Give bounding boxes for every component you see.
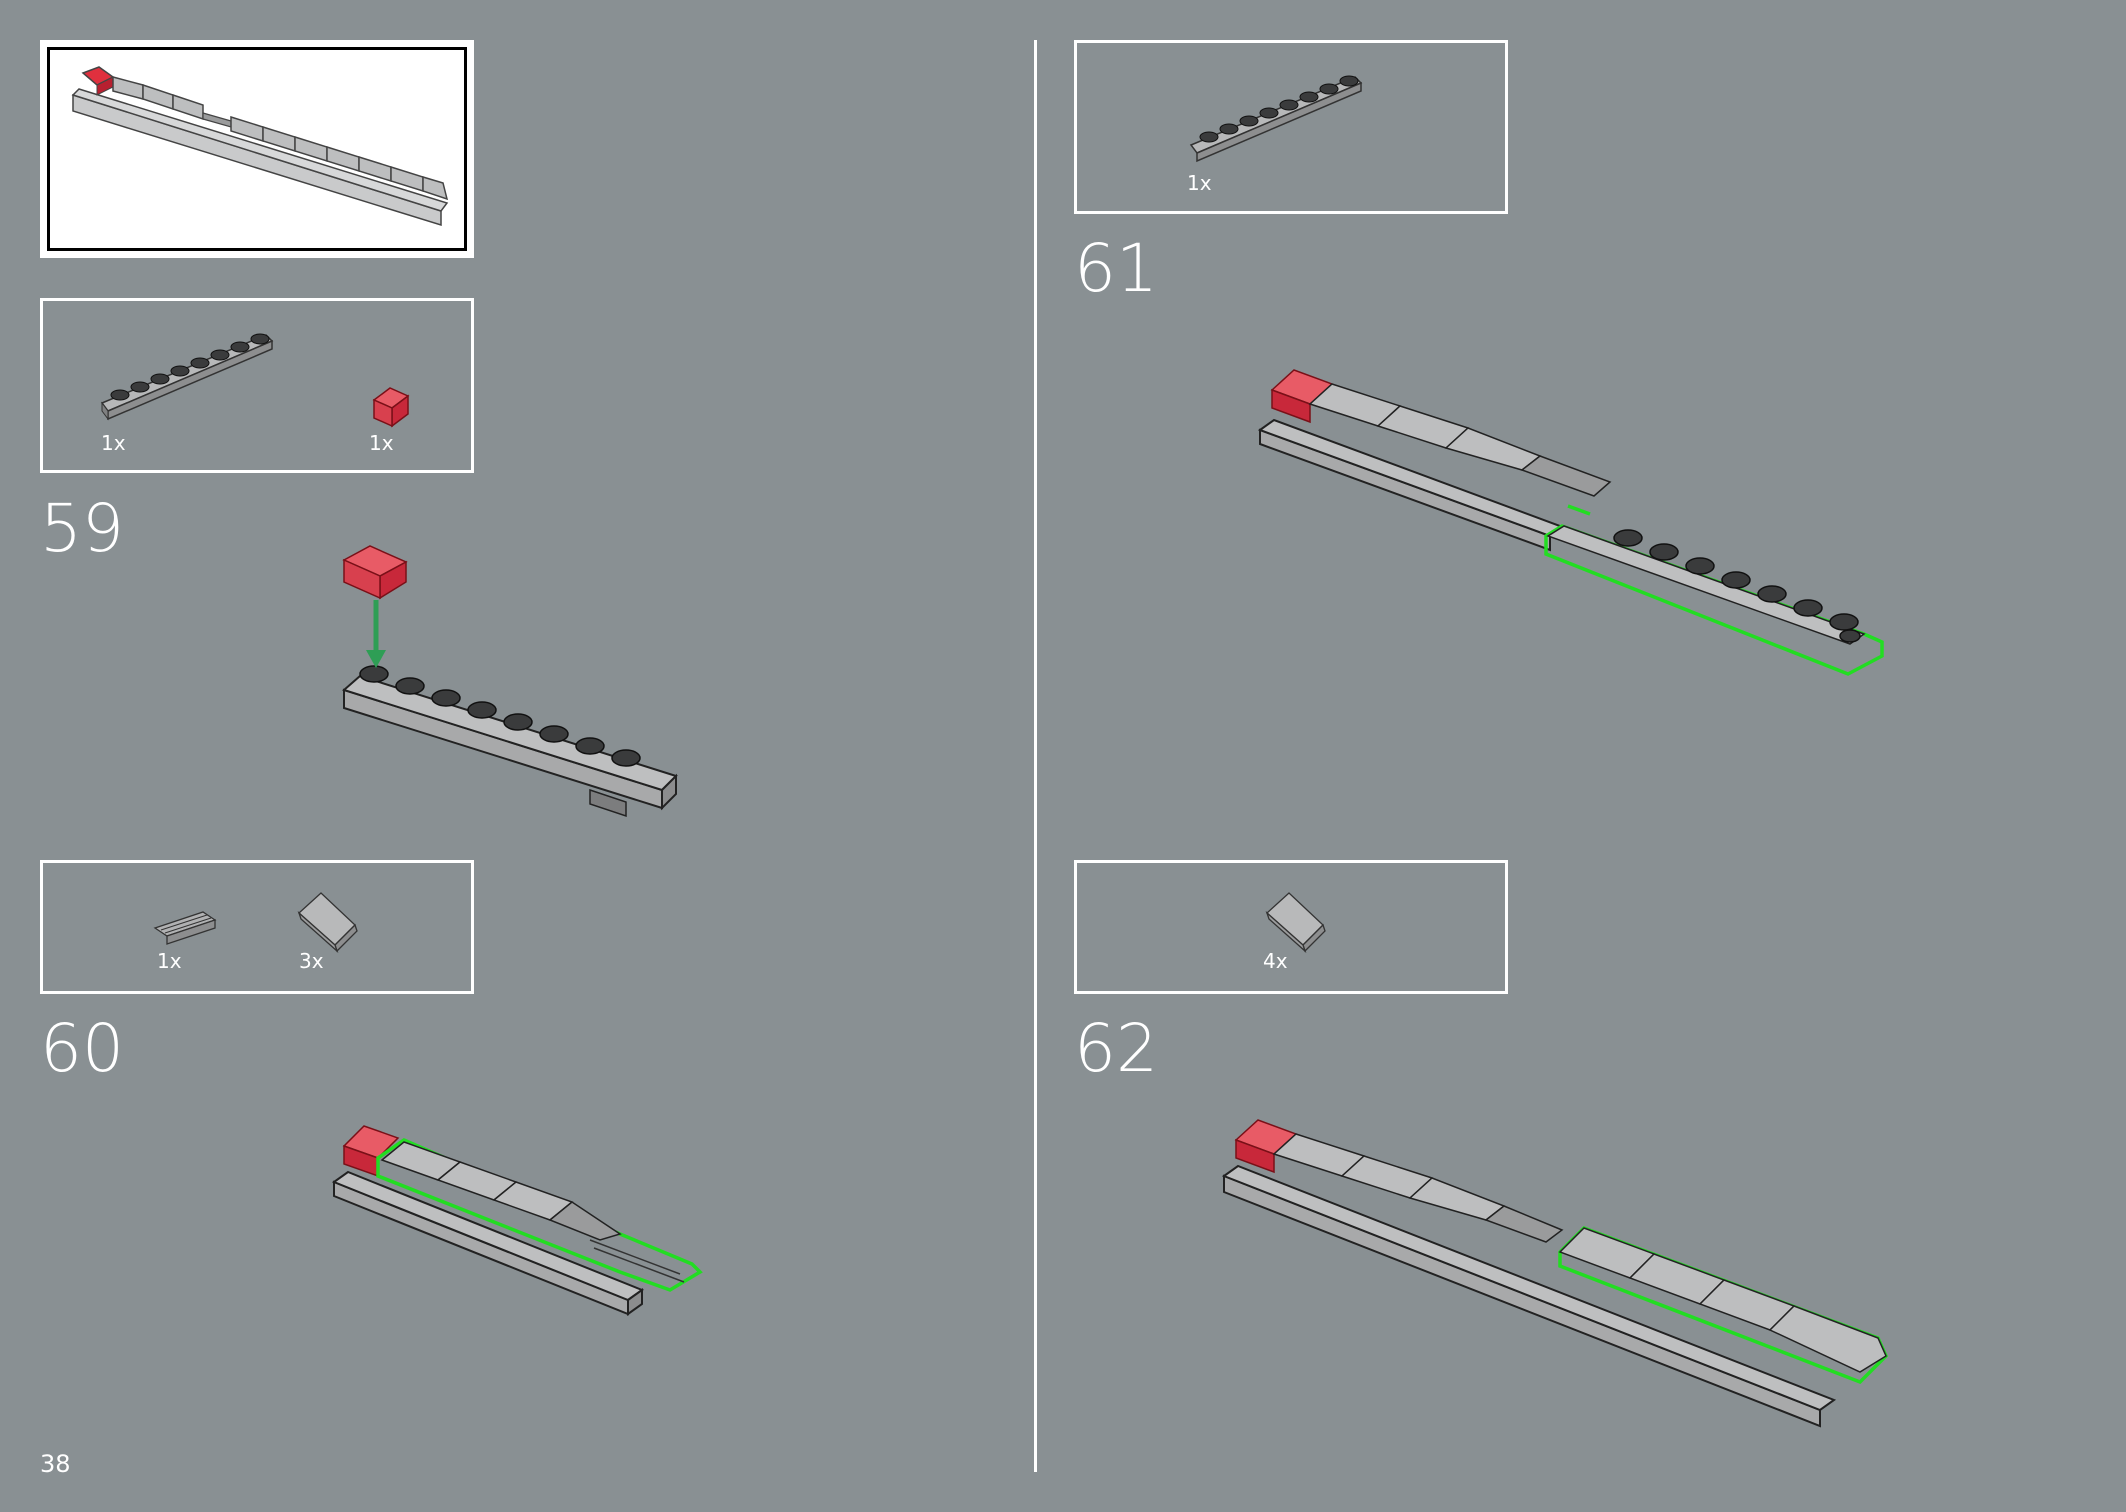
step-62-parts-box: 4x bbox=[1074, 860, 1508, 994]
step-61-parts-box: 1x bbox=[1074, 40, 1508, 214]
step-62-illustration bbox=[1221, 1119, 1889, 1428]
step-61-illustration bbox=[1257, 369, 1884, 676]
grille-tile-image bbox=[153, 911, 217, 945]
slope-1x2-image bbox=[297, 892, 358, 954]
plate-1x8-rail-image-2 bbox=[1189, 75, 1363, 163]
step-59-part-2-qty: 1x bbox=[369, 431, 394, 455]
step-60-part-2-qty: 3x bbox=[299, 949, 324, 973]
step-61-part-1-qty: 1x bbox=[1187, 171, 1212, 195]
plate-1x8-rail-image bbox=[100, 333, 274, 421]
page-number: 38 bbox=[40, 1450, 71, 1478]
trans-red-slope-image bbox=[372, 387, 410, 428]
page-divider bbox=[1034, 40, 1037, 1472]
step-60-illustration bbox=[331, 1125, 703, 1316]
overview-assembly-image bbox=[71, 66, 449, 227]
step-59-part-1-qty: 1x bbox=[101, 431, 126, 455]
step-62-number: 62 bbox=[1074, 1010, 1158, 1087]
step-60-part-1-qty: 1x bbox=[157, 949, 182, 973]
step-60-parts-box: 1x 3x bbox=[40, 860, 474, 994]
step-59-illustration bbox=[342, 545, 678, 818]
step-59-parts-box: 1x 1x bbox=[40, 298, 474, 473]
step-62-part-1-qty: 4x bbox=[1263, 949, 1288, 973]
slope-1x2-image-2 bbox=[1265, 892, 1326, 954]
step-59-number: 59 bbox=[40, 490, 124, 567]
step-61-number: 61 bbox=[1074, 230, 1158, 307]
step-60-number: 60 bbox=[40, 1010, 124, 1087]
overview-box bbox=[40, 40, 474, 258]
